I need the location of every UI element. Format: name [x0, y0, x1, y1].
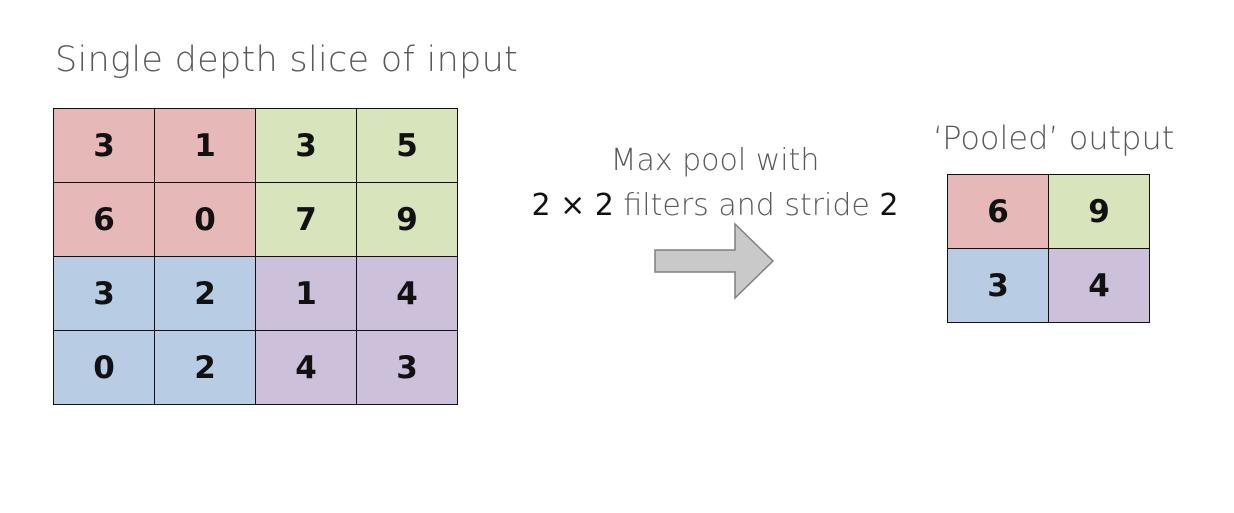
input-grid: 3 1 3 5 6 0 7 9 3 2 1 4 0 2 4 3 [53, 108, 458, 405]
arrow-shape [654, 222, 775, 300]
input-cell-r1c3: 3 [256, 109, 357, 183]
operation-label-line1: Max pool with [610, 143, 820, 178]
input-cell-r3c2: 2 [155, 257, 256, 331]
stride-value: 2 [879, 188, 899, 223]
operation-label-line2: 2 × 2 filters and stride 2 [500, 188, 930, 223]
output-cell-r2c1: 3 [948, 249, 1049, 323]
output-cell-r1c2: 9 [1049, 175, 1150, 249]
input-cell-r2c3: 7 [256, 183, 357, 257]
input-cell-r3c4: 4 [357, 257, 458, 331]
input-cell-r1c4: 5 [357, 109, 458, 183]
output-grid: 6 9 3 4 [947, 174, 1150, 323]
input-cell-r3c1: 3 [54, 257, 155, 331]
input-cell-r3c3: 1 [256, 257, 357, 331]
output-cell-r1c1: 6 [948, 175, 1049, 249]
input-cell-r4c2: 2 [155, 331, 256, 405]
operation-label-text: filters and stride [613, 188, 880, 223]
input-cell-r1c2: 1 [155, 109, 256, 183]
right-arrow-icon [654, 222, 775, 300]
input-cell-r4c4: 3 [357, 331, 458, 405]
filter-size-value: 2 × 2 [531, 188, 614, 223]
output-cell-r2c2: 4 [1049, 249, 1150, 323]
input-cell-r4c1: 0 [54, 331, 155, 405]
input-title: Single depth slice of input [55, 40, 519, 80]
input-cell-r2c1: 6 [54, 183, 155, 257]
output-title: ‘Pooled’ output [933, 119, 1175, 157]
input-cell-r4c3: 4 [256, 331, 357, 405]
input-cell-r2c4: 9 [357, 183, 458, 257]
input-cell-r1c1: 3 [54, 109, 155, 183]
input-cell-r2c2: 0 [155, 183, 256, 257]
